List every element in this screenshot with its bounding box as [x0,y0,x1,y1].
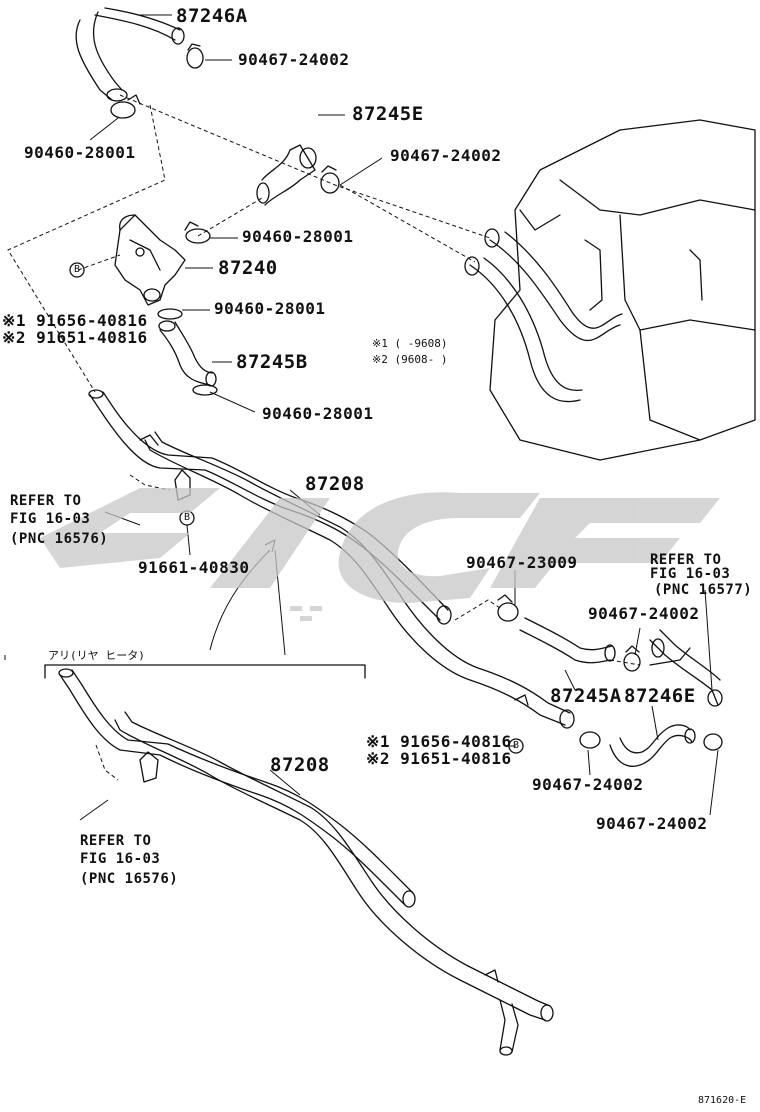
clamp-90467-d [579,731,601,749]
label-90467-24002-e: 90467-24002 [596,814,708,833]
refer-to-1-line1: REFER TO [10,493,82,509]
label-90467-24002-a: 90467-24002 [238,50,350,69]
label-91651-40816-a: ※2 91651-40816 [2,328,148,347]
refer-to-1-line3: (PNC 16576) [10,531,109,547]
label-90460-28001-b: 90460-28001 [242,227,354,246]
hose-87246A [75,7,185,102]
clamp-90460-a [110,94,141,119]
clamp-90460-d [192,384,218,396]
refer-to-2-line2: FIG 16-03 [650,566,731,582]
valve-87240 [114,214,186,306]
refer-to-3-line2: FIG 16-03 [80,851,161,867]
label-90467-23009: 90467-23009 [466,553,578,572]
clamp-90467-c [623,645,641,672]
refer-to-2-line3: (PNC 16577) [654,582,753,598]
label-90467-24002-d: 90467-24002 [532,775,644,794]
label-87208-lower: 87208 [270,754,330,776]
label-87246E: 87246E [624,685,696,707]
clamp-90467-e [703,733,723,751]
label-87245E: 87245E [352,103,424,125]
rear-heater-bracket [44,664,366,679]
bolt-mark-2: B [184,512,191,523]
label-87240: 87240 [218,257,278,279]
label-87208-upper: 87208 [305,473,365,495]
label-87245A: 87245A [550,685,622,707]
figure-code: 871620-E [698,1095,747,1106]
refer-to-1-line2: FIG 16-03 [10,511,91,527]
clamp-90460-b [184,221,211,244]
label-91656-40816-a: ※1 91656-40816 [2,311,148,330]
label-90467-24002-b: 90467-24002 [390,146,502,165]
label-87246A: 87246A [176,5,248,27]
label-90460-28001-c: 90460-28001 [214,299,326,318]
clamp-90467-a [186,43,204,69]
bolt-mark-1: B [74,264,81,275]
label-91651-40816-b: ※2 91651-40816 [366,749,512,768]
label-87245B: 87245B [236,351,308,373]
label-90460-28001-a: 90460-28001 [24,143,136,162]
label-90467-24002-c: 90467-24002 [588,604,700,623]
label-90460-28001-d: 90460-28001 [262,404,374,423]
pipe-87208-lower [58,668,554,1056]
refer-to-3-line1: REFER TO [80,833,152,849]
engine-block [489,119,756,461]
label-91661-40830: 91661-40830 [138,558,250,577]
clamp-90460-c [157,308,183,320]
label-91656-40816-b: ※1 91656-40816 [366,732,512,751]
hose-87245A [519,617,616,664]
note-2: ※2 (9608- ) [372,353,448,366]
bolt-icon-1 [69,262,85,278]
refer-to-2-line1: REFER TO [650,552,722,568]
clamp-90467-b [320,165,340,194]
note-1: ※1 ( -9608) [372,337,448,350]
hose-87245E [256,144,317,206]
bolt-mark-3: B [513,740,520,751]
engine-hoses [464,228,623,403]
hose-87245B [158,320,217,387]
refer-to-3-line3: (PNC 16576) [80,871,179,887]
hose-87246E-lower [609,724,696,767]
label-rear-heater: アリ(リヤ ヒータ) [48,649,145,662]
